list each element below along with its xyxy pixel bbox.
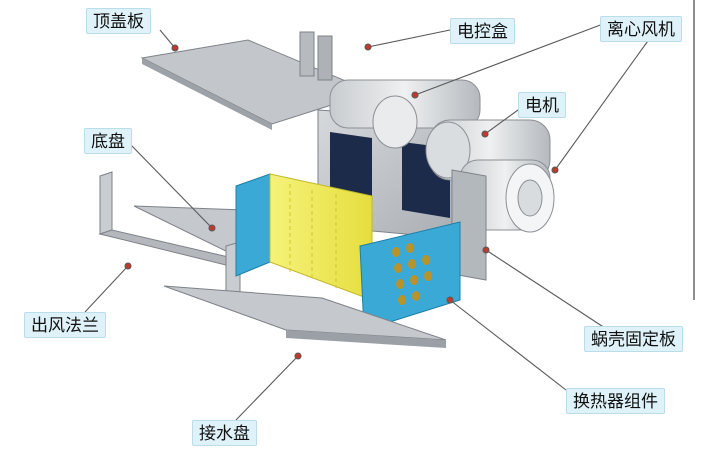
label-outlet-flange: 出风法兰 <box>24 312 106 338</box>
centrifugal-fan-assembly <box>329 79 555 233</box>
heat-exchanger-coil <box>235 173 461 331</box>
label-heat-exchanger: 换热器组件 <box>566 388 665 414</box>
leader-lines <box>84 23 651 421</box>
label-base-pan: 底盘 <box>84 128 132 154</box>
coil-tube-ends <box>392 243 432 305</box>
coil-side-right <box>359 221 461 331</box>
drain-pan <box>163 285 447 348</box>
label-motor: 电机 <box>518 92 566 118</box>
coil-fins <box>269 173 373 301</box>
housing-window-left <box>330 132 372 196</box>
label-drain-pan: 接水盘 <box>192 420 257 446</box>
label-centrifugal-fan: 离心风机 <box>600 16 682 42</box>
label-volute-plate: 蜗壳固定板 <box>584 326 683 352</box>
coil-side-left <box>235 173 271 277</box>
label-top-cover: 顶盖板 <box>86 8 151 34</box>
top-cover-plate <box>140 31 374 130</box>
label-control-box: 电控盒 <box>450 18 515 44</box>
